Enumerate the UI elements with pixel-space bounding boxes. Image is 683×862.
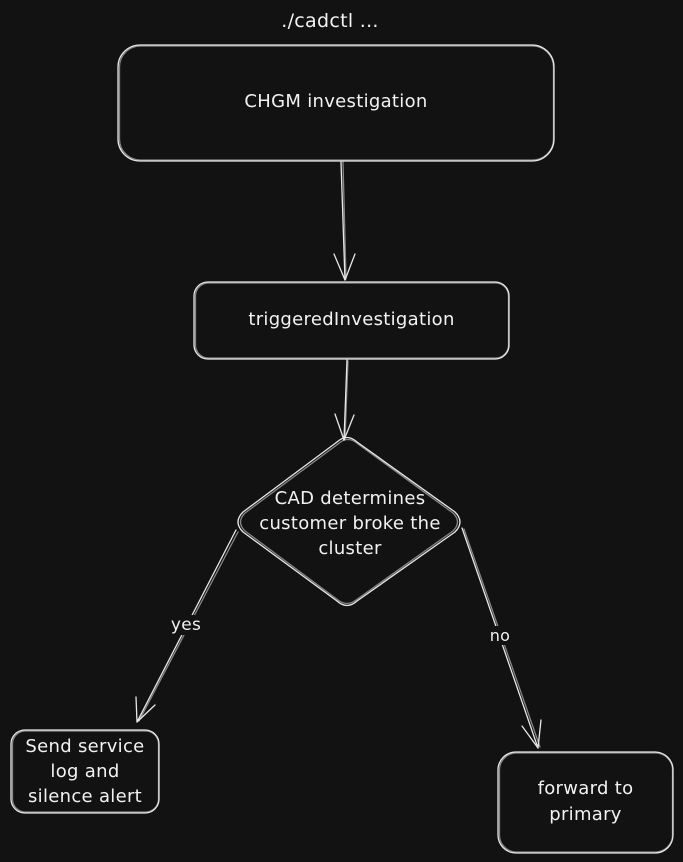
decision-label-line2: customer broke the xyxy=(259,513,441,534)
decision-diamond-sketch xyxy=(239,438,459,605)
top-caption: ./cadctl ... xyxy=(281,10,379,32)
forward-to-primary-label: forward to primary xyxy=(498,776,673,828)
arrowhead-triggered-to-decision xyxy=(334,413,355,441)
arrow-triggered-to-decision-sketch xyxy=(344,360,349,440)
arrowhead-chgm-to-triggered xyxy=(333,253,356,281)
arrow-triggered-to-decision xyxy=(343,359,348,441)
edge-label-yes-text: yes xyxy=(167,615,205,635)
edge-label-no-text: no xyxy=(486,626,514,645)
send-service-log-label: Send service log and silence alert xyxy=(11,734,159,809)
decision-label-line1: CAD determines xyxy=(274,488,426,509)
edge-label-yes: yes xyxy=(164,615,208,635)
arrowhead-yes xyxy=(135,696,156,723)
triggered-investigation-box-sketch xyxy=(194,282,510,359)
chgm-investigation-box-sketch xyxy=(118,45,555,161)
forward-to-primary-box-sketch xyxy=(498,752,674,853)
forward-to-primary-line2: primary xyxy=(549,804,622,825)
send-service-log-line1: Send service xyxy=(25,736,145,757)
send-service-log-box-sketch xyxy=(11,730,160,813)
send-service-log-line3: silence alert xyxy=(27,786,143,807)
triggered-investigation-label: triggeredInvestigation xyxy=(248,309,455,330)
edge-label-no: no xyxy=(480,626,520,645)
decision-diamond[interactable] xyxy=(237,436,461,607)
chgm-investigation-label: CHGM investigation xyxy=(244,91,428,112)
arrow-chgm-to-triggered xyxy=(340,161,346,281)
arrowhead-no xyxy=(521,719,542,749)
decision-label: CAD determines customer broke the cluste… xyxy=(230,486,470,561)
arrow-chgm-to-triggered-sketch xyxy=(342,161,347,280)
send-service-log-line2: log and xyxy=(50,761,120,782)
forward-to-primary-line1: forward to xyxy=(537,778,634,799)
decision-label-line3: cluster xyxy=(318,538,382,559)
